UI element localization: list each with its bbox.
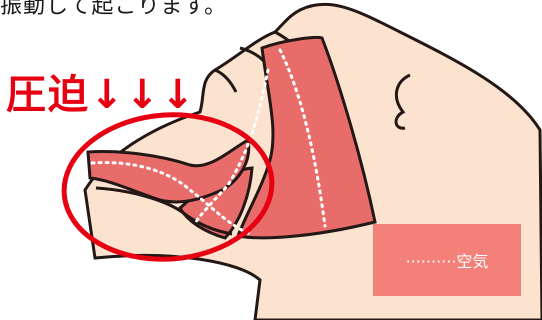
legend-box: ··········空気 [373,224,521,296]
legend-air-label: ··········空気 [406,248,489,272]
pressure-label: 圧迫↓↓↓ [6,62,197,120]
